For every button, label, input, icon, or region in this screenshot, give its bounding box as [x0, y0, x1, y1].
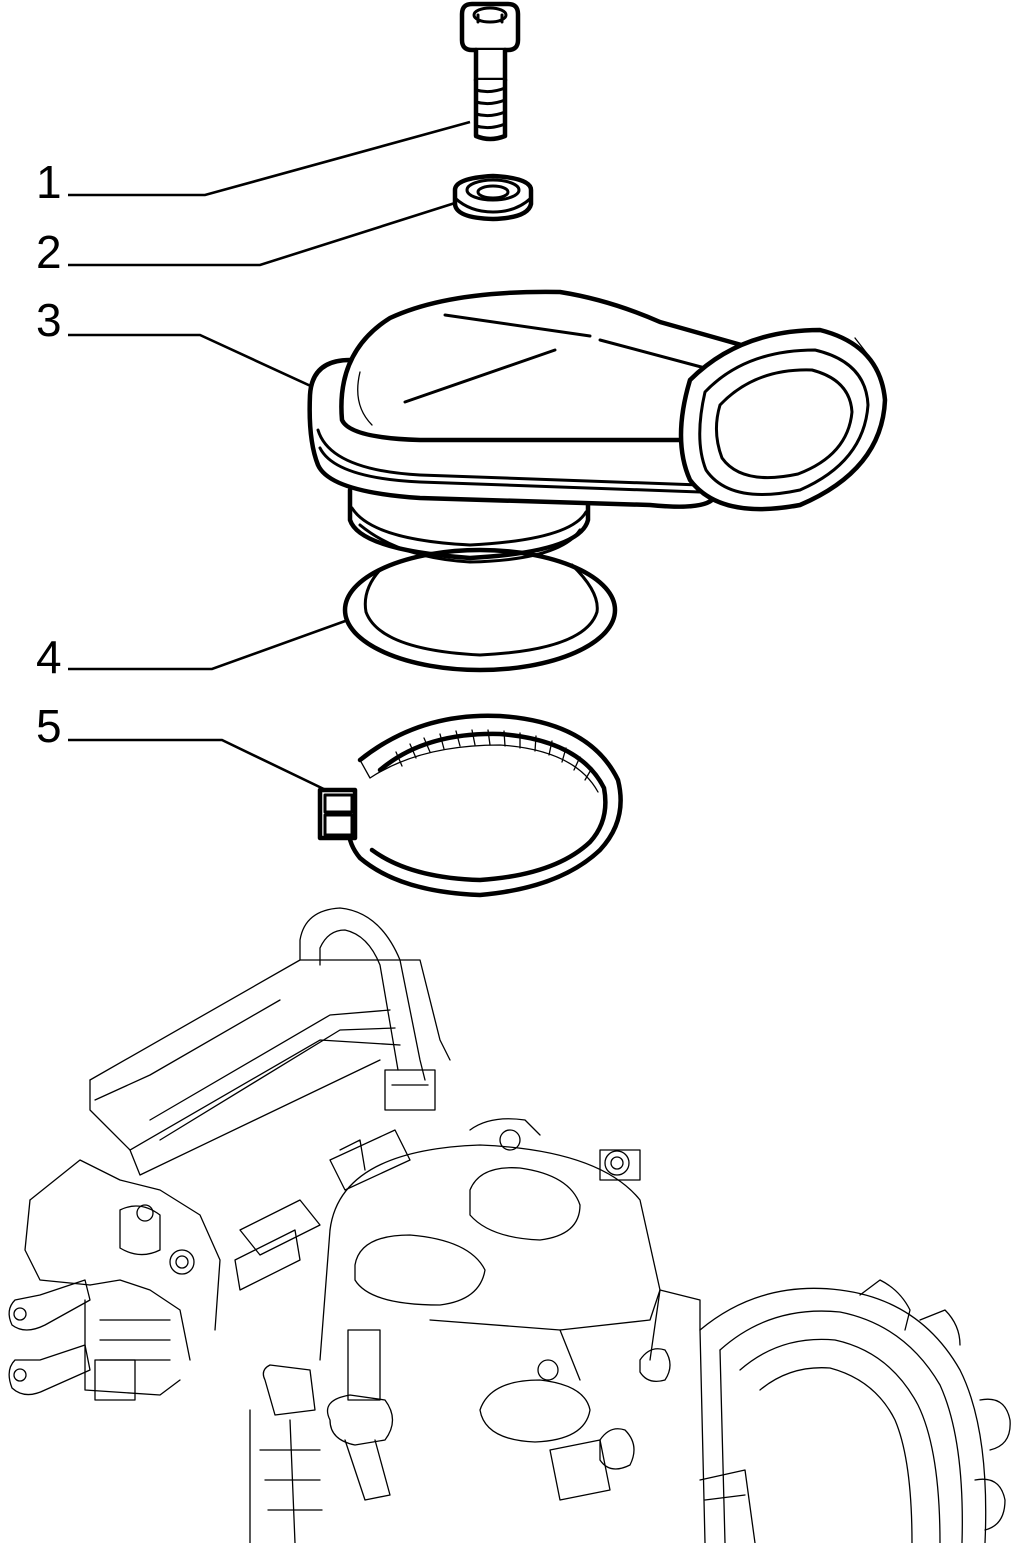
leader-line-2: [68, 201, 456, 267]
part-hose-clamp: [317, 713, 623, 898]
callout-2: 2: [36, 201, 456, 278]
part-o-ring: [342, 547, 618, 673]
callout-number-5: 5: [36, 700, 62, 752]
engine-assembly-background: [8, 907, 1011, 1543]
part-screw: [459, 1, 521, 142]
callout-number-2: 2: [36, 226, 62, 278]
callout-3: 3: [36, 294, 316, 390]
leader-line-4: [68, 618, 349, 671]
leader-line-1: [68, 120, 471, 197]
part-washer: [452, 173, 534, 222]
callout-4: 4: [36, 618, 349, 683]
callout-5: 5: [36, 700, 331, 794]
part-intake-elbow: [307, 289, 888, 564]
callout-number-3: 3: [36, 294, 62, 346]
callout-number-1: 1: [36, 156, 62, 208]
leader-line-5: [68, 738, 331, 794]
callout-1: 1: [36, 120, 471, 208]
leader-line-3: [68, 333, 316, 390]
callout-number-4: 4: [36, 631, 62, 683]
